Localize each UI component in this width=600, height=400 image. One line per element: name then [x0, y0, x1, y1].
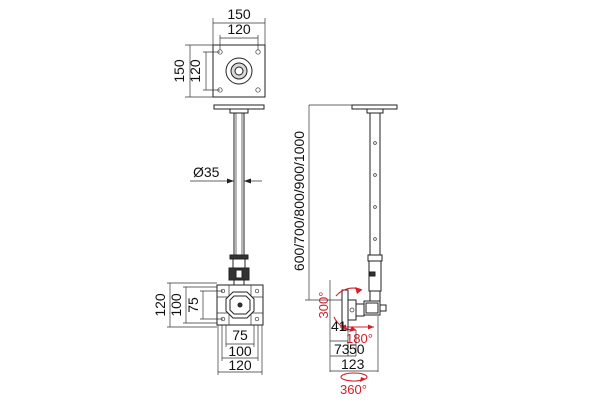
bracket-height-mid-label: 100: [168, 293, 184, 317]
side-dimension-lines: [329, 280, 379, 372]
rotation-indicator: [340, 372, 368, 382]
depth-123-label: 123: [341, 356, 365, 372]
plate-height-outer-label: 150: [171, 59, 187, 83]
plate-width-outer-label: 150: [227, 6, 251, 22]
ceiling-plate-top-view: [212, 44, 266, 98]
pole-length-label: 600/700/800/900/1000: [291, 131, 307, 271]
pole-diameter-dimension: [190, 178, 262, 184]
bracket-dimension-lines: [167, 282, 263, 375]
side-view-mount: [341, 104, 398, 331]
plate-width-inner-label: 120: [227, 21, 251, 37]
plate-dimension-lines: [185, 18, 266, 98]
bracket-width-mid-label: 100: [228, 343, 252, 359]
depth-73-label: 73: [334, 341, 350, 357]
tilt-angle-label: 300°: [316, 292, 331, 319]
bracket-height-outer-label: 120: [152, 293, 168, 317]
offset-41-label: 41: [331, 318, 347, 334]
plate-height-inner-label: 120: [187, 59, 203, 83]
swivel-arrows-indicator: [340, 324, 374, 330]
pole-diameter-label: Ø35: [193, 164, 220, 180]
rotation-angle-label: 360°: [340, 382, 367, 397]
bracket-width-outer-label: 120: [228, 357, 252, 373]
swivel-angle-label: 180°: [346, 331, 373, 346]
depth-50-label: 50: [349, 341, 365, 357]
bracket-height-inner-label: 75: [185, 297, 201, 313]
front-view-mount: [213, 104, 265, 287]
vesa-bracket-front: [216, 284, 264, 326]
bracket-width-inner-label: 75: [232, 327, 248, 343]
pole-length-dimension: [305, 104, 352, 301]
